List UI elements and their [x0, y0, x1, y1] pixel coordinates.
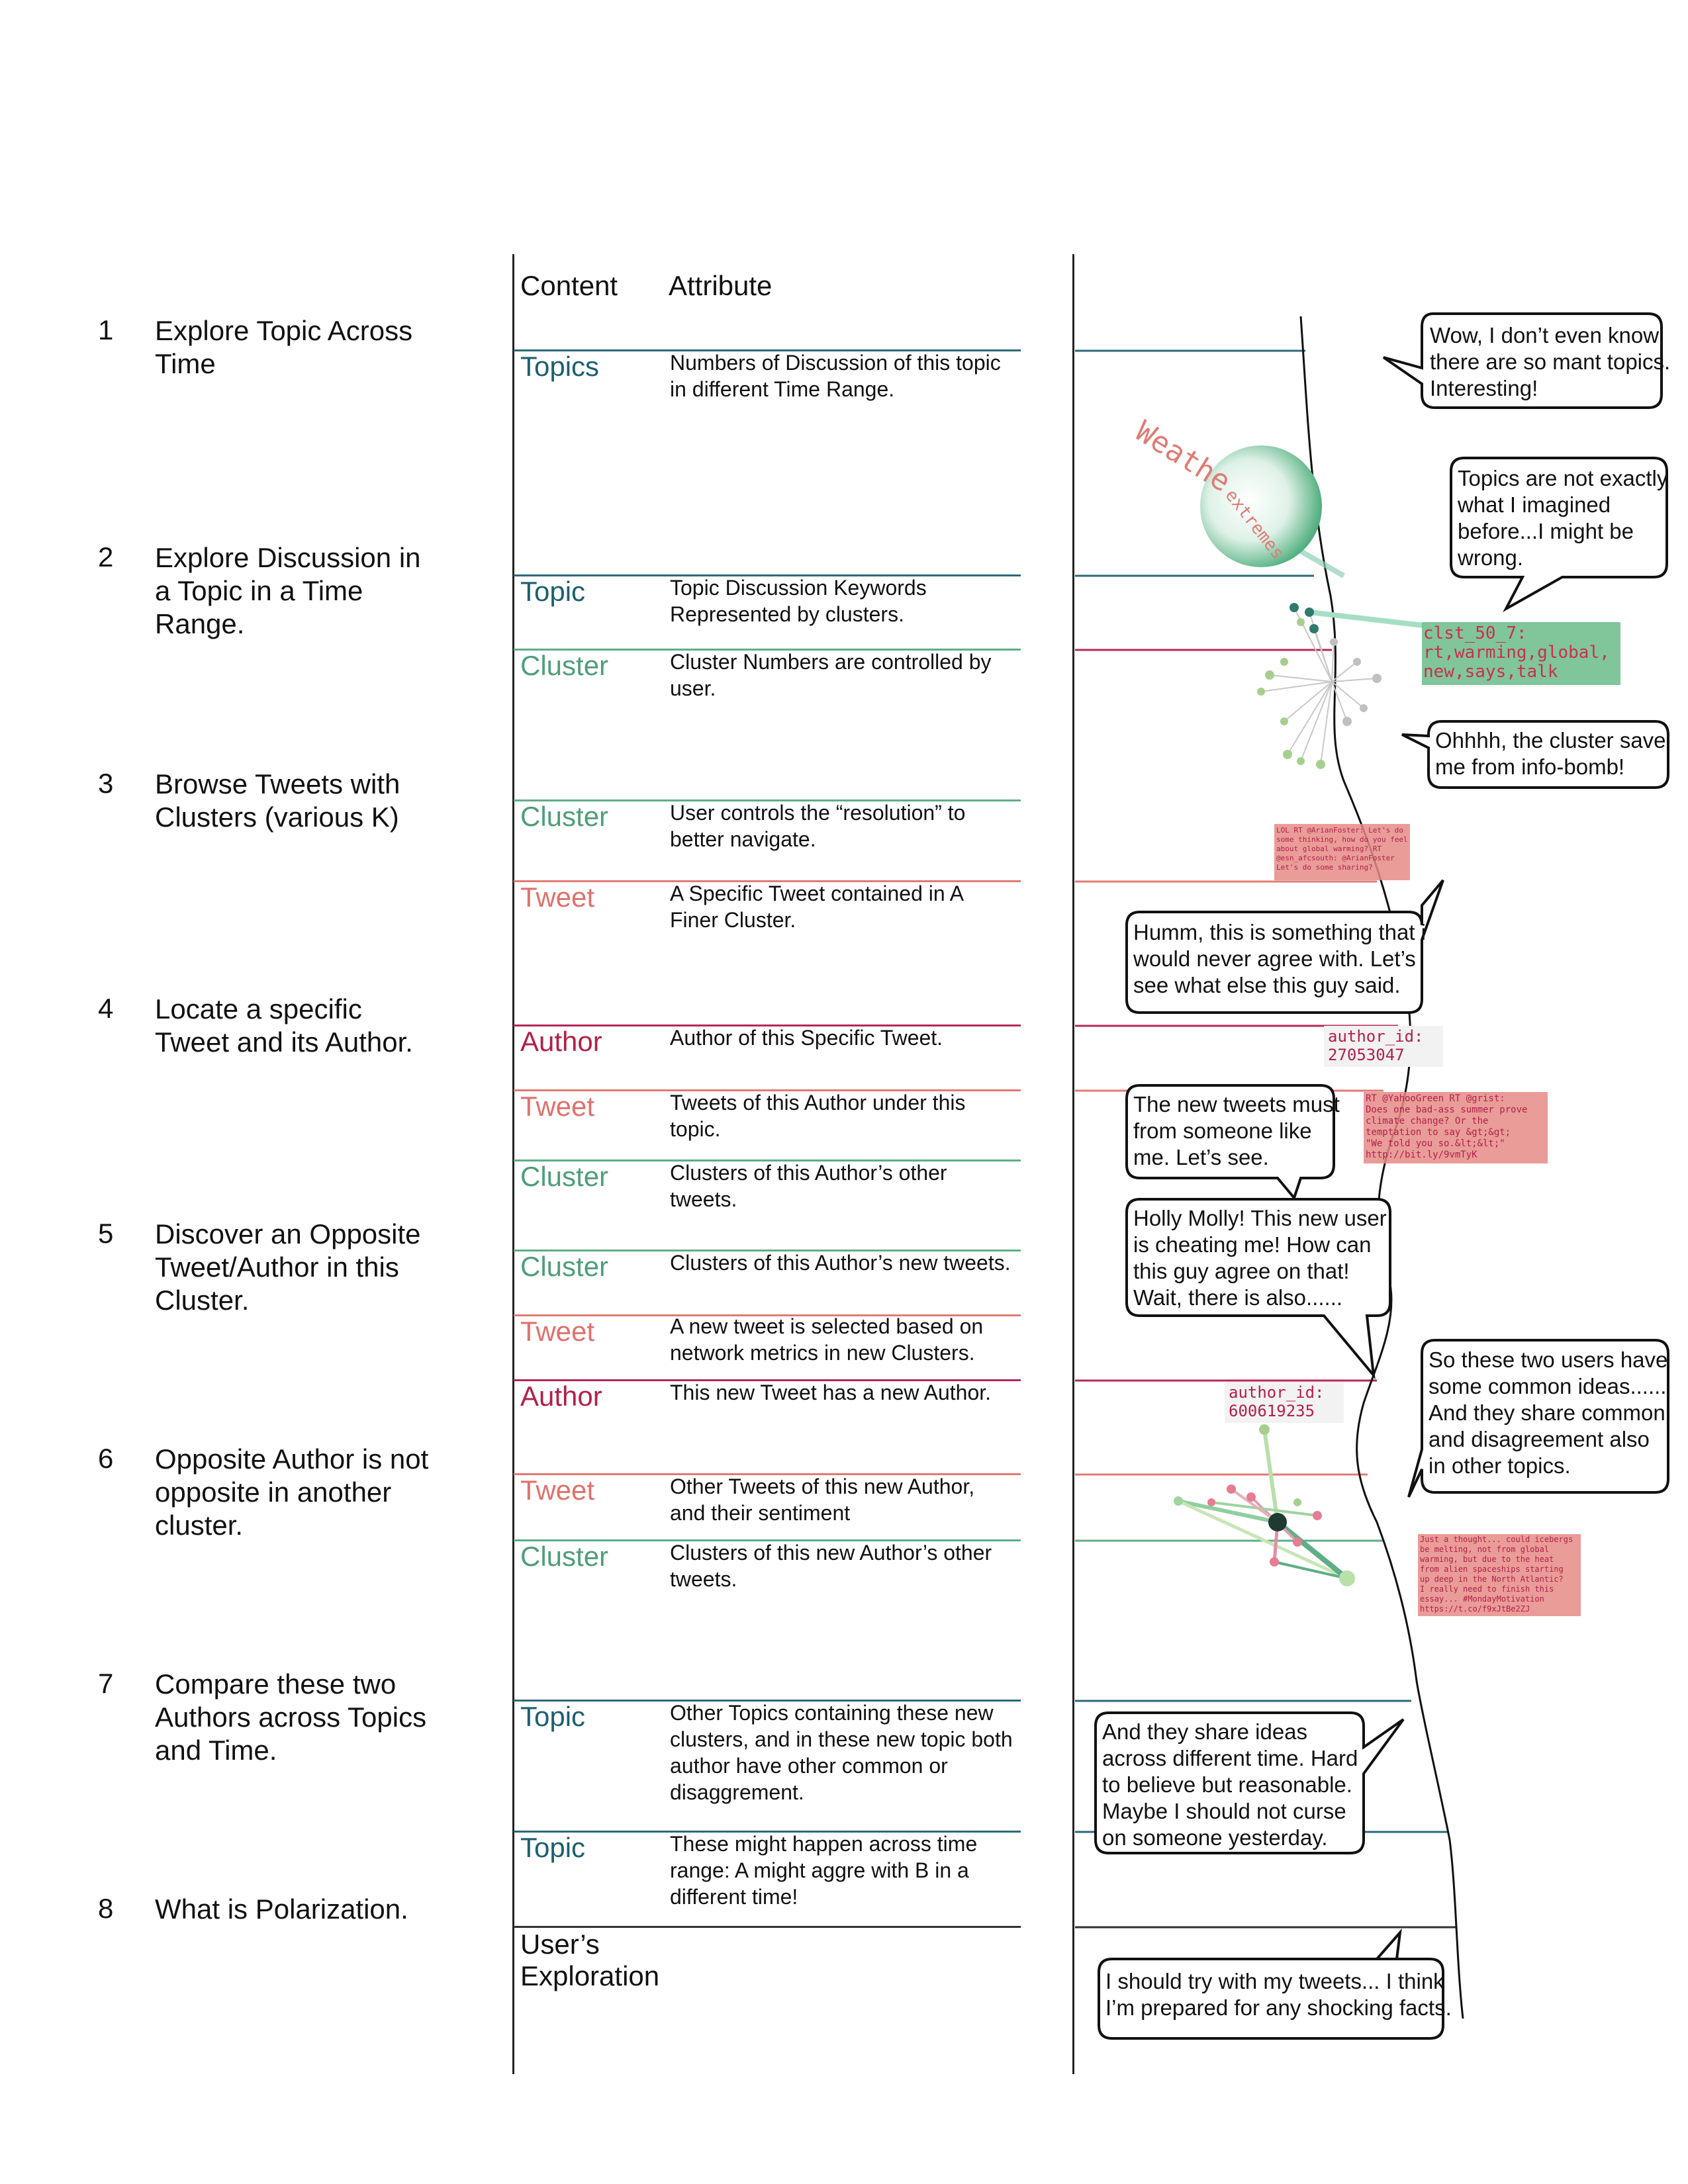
tweet-box-line: essay... #MondayMotivation: [1420, 1594, 1544, 1604]
bubble-line: So these two users have: [1429, 1347, 1667, 1372]
speech-bubble: Holly Molly! This new user is cheating m…: [1127, 1199, 1390, 1375]
tweet-box-line: Just a thought... could icebergs: [1420, 1535, 1573, 1544]
cluster-graph-2: [1174, 1424, 1355, 1586]
tweet-box-1: LOL RT @ArianFoster: Let's do some think…: [1274, 824, 1410, 880]
speech-bubble: And they share ideas across different ti…: [1096, 1713, 1403, 1853]
bubble-line: what I imagined: [1457, 492, 1611, 517]
tweet-box-line: Does one bad-ass summer prove: [1366, 1105, 1527, 1115]
bubble-line: Topics are not exactly: [1458, 466, 1668, 490]
tweet-box-3: Just a thought... could icebergs be melt…: [1418, 1534, 1581, 1616]
tweet-box-line: up deep in the North Atlantic?: [1420, 1574, 1564, 1584]
bubble-line: me from info-bomb!: [1435, 754, 1624, 779]
bubble-line: in other topics.: [1429, 1453, 1571, 1478]
author-id-box-1: author_id: 27053047: [1324, 1026, 1443, 1067]
author-id-box-2: author_id: 600619235: [1225, 1382, 1344, 1423]
speech-bubble: So these two users have some common idea…: [1409, 1340, 1668, 1497]
bubble-line: Humm, this is something that i: [1133, 920, 1426, 944]
bubble-line: on someone yesterday.: [1102, 1825, 1328, 1850]
tweet-box-2: RT @YahooGreen RT @grist: Does one bad-a…: [1364, 1092, 1548, 1163]
bubble-line: is cheating me! How can: [1133, 1232, 1372, 1257]
tweet-box-line: climate change? Or the: [1366, 1116, 1488, 1126]
tweet-box-line: about global warming? RT: [1276, 844, 1382, 853]
speech-bubble: I should try with my tweets... I think I…: [1099, 1933, 1452, 2038]
bubble-line: Wait, there is also......: [1133, 1285, 1342, 1310]
tweet-box-line: warming, but due to the heat: [1420, 1555, 1554, 1564]
bubble-line: me. Let’s see.: [1133, 1145, 1269, 1169]
topic-bubble: Weathe extremes: [1129, 414, 1344, 576]
tweet-box-line: Let's do some sharing?: [1276, 863, 1373, 872]
bubble-line: from someone like: [1133, 1118, 1312, 1143]
cluster-keyword-box: clst_50_7: rt,warming,global, new,says,t…: [1422, 622, 1620, 685]
tweet-box-line: RT @YahooGreen RT @grist:: [1366, 1093, 1505, 1104]
bubble-line: And they share common: [1429, 1400, 1665, 1425]
bubble-line: across different time. Hard: [1102, 1746, 1358, 1770]
bubble-line: Wow, I don’t even know: [1430, 323, 1659, 347]
tweet-box-line: temptation to say &gt;&gt;: [1366, 1127, 1511, 1138]
tweet-box-line: I really need to finish this: [1420, 1584, 1554, 1594]
bubble-line: see what else this guy said.: [1133, 973, 1401, 997]
bubble-line: Holly Molly! This new user: [1133, 1206, 1387, 1230]
bubble-line: And they share ideas: [1102, 1719, 1307, 1744]
author-id-value: 600619235: [1229, 1402, 1315, 1420]
bubble-line: The new tweets must: [1133, 1092, 1340, 1116]
tweet-box-line: LOL RT @ArianFoster: Let's do: [1276, 826, 1403, 835]
bubble-line: before...I might be: [1458, 519, 1634, 543]
bubble-line: Ohhhh, the cluster save: [1435, 728, 1666, 752]
bubble-line: I should try with my tweets... I think: [1105, 1969, 1444, 1993]
bubble-line: there are so mant topics.: [1430, 349, 1670, 374]
tweet-box-line: be melting, not from global: [1420, 1545, 1549, 1554]
tweet-box-line: https://t.co/f9xJtBe2ZJ: [1420, 1604, 1530, 1614]
cluster-keyword-line: clst_50_7:: [1423, 623, 1527, 643]
cluster-keyword-line: new,says,talk: [1423, 662, 1558, 682]
cluster-graph-1: [1257, 603, 1423, 769]
author-id-label: author_id:: [1328, 1027, 1424, 1046]
author-id-label: author_id:: [1229, 1383, 1325, 1402]
tweet-box-line: "We told you so.&lt;&lt;": [1366, 1138, 1505, 1149]
bubble-line: Maybe I should not curse: [1102, 1799, 1346, 1823]
speech-bubble: Topics are not exactly what I imagined b…: [1451, 458, 1668, 609]
speech-bubble: Wow, I don’t even know there are so mant…: [1383, 314, 1670, 408]
bubble-line: Interesting!: [1430, 376, 1538, 400]
bubble-line: some common ideas......: [1429, 1374, 1666, 1398]
topic-label: Weathe: [1129, 414, 1237, 498]
speech-bubble: Humm, this is something that i would nev…: [1127, 880, 1443, 1013]
bubble-line: this guy agree on that!: [1133, 1259, 1350, 1283]
tweet-box-line: http://bit.ly/9vmTyK: [1366, 1150, 1477, 1160]
bubble-line: I’m prepared for any shocking facts.: [1105, 1995, 1452, 2020]
speech-bubble: Ohhhh, the cluster save me from info-bom…: [1402, 721, 1668, 788]
tweet-box-line: from alien spaceships starting: [1420, 1565, 1564, 1574]
bubble-line: would never agree with. Let’s: [1133, 946, 1416, 971]
bubble-line: to believe but reasonable.: [1102, 1772, 1352, 1797]
author-id-value: 27053047: [1328, 1046, 1405, 1064]
speech-bubble: The new tweets must from someone like me…: [1127, 1085, 1340, 1198]
bubble-line: wrong.: [1457, 545, 1523, 570]
cluster-keyword-line: rt,warming,global,: [1423, 643, 1610, 662]
tweet-box-line: @esn_afcsouth: @ArianFoster: [1276, 854, 1395, 862]
tweet-box-line: some thinking, how do you feel: [1276, 835, 1408, 844]
bubble-line: and disagreement also: [1429, 1427, 1650, 1451]
